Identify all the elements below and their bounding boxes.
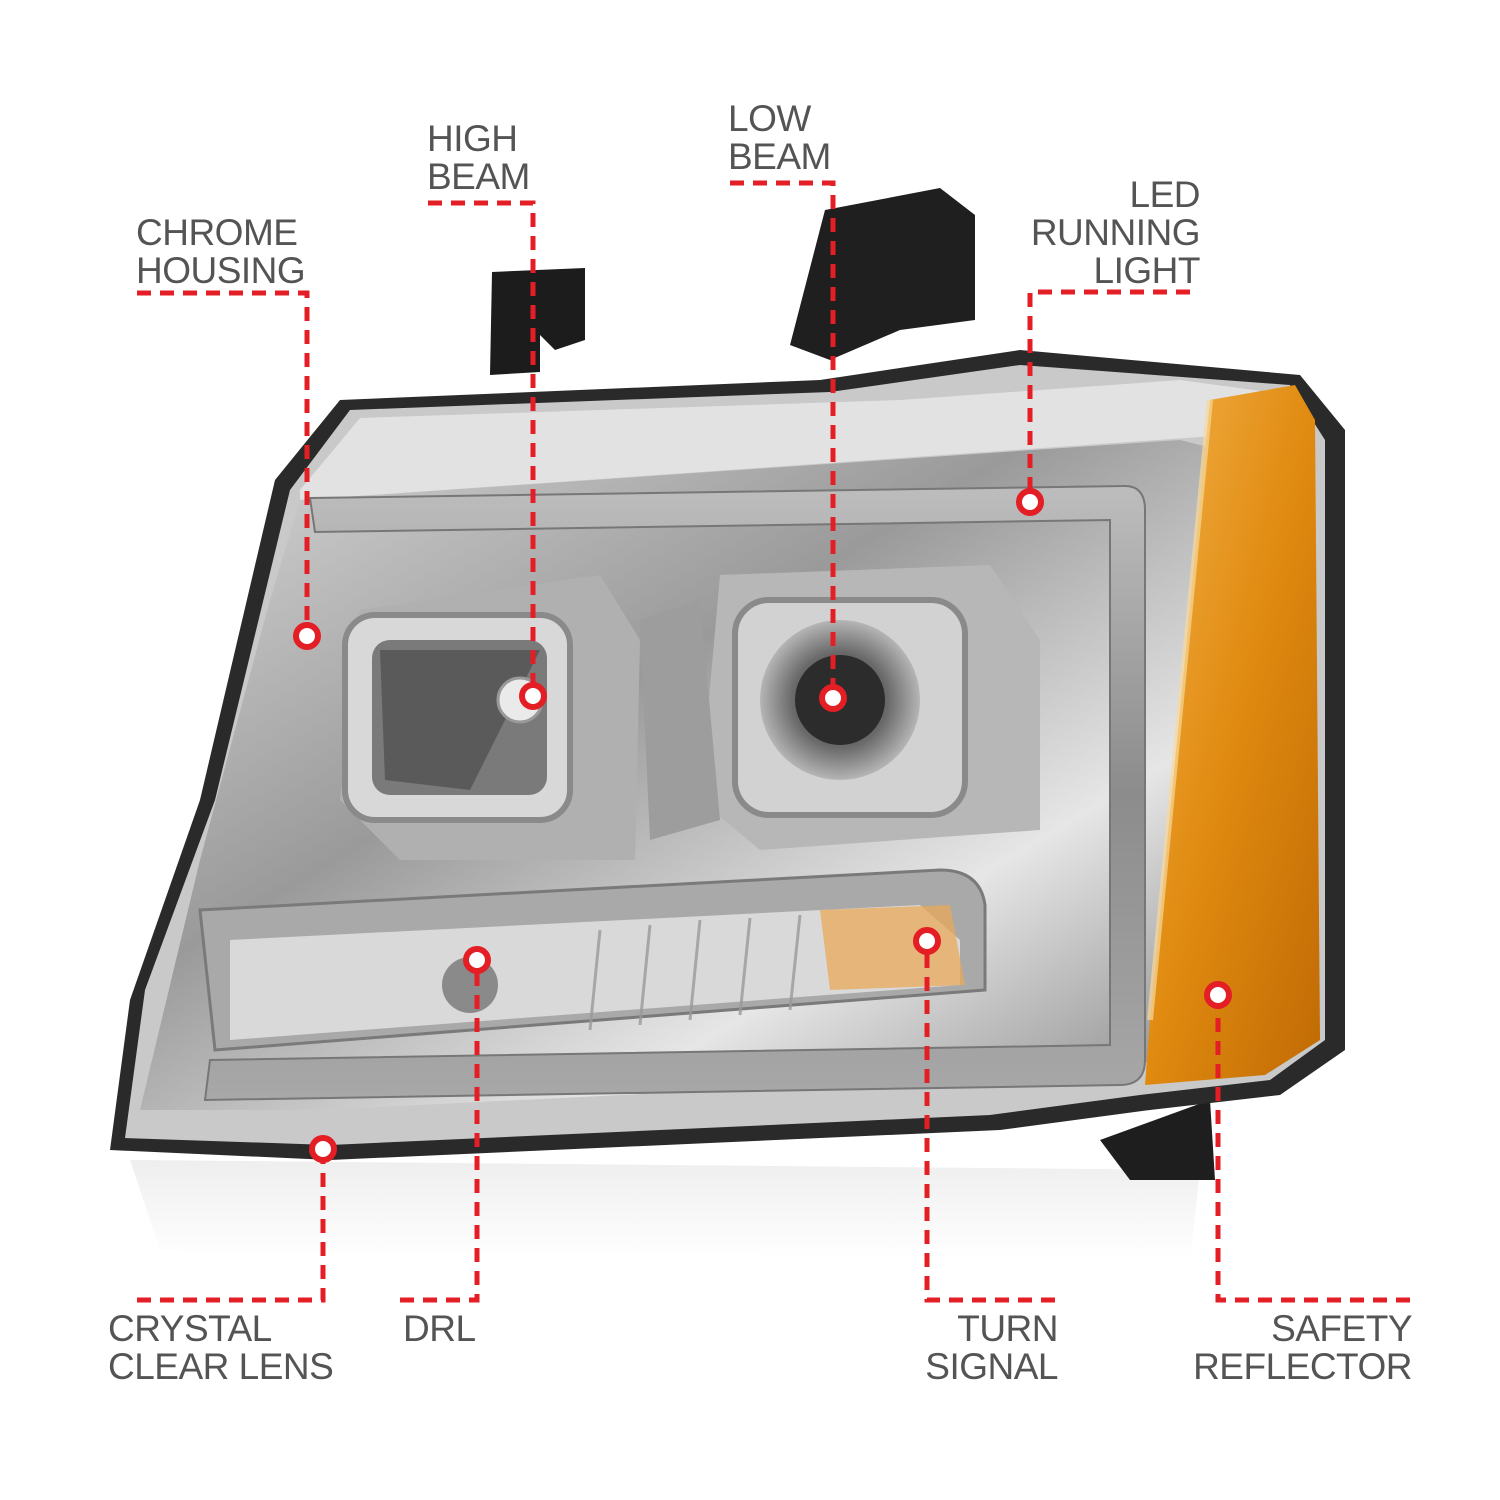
callout-dot-chrome-housing — [293, 622, 321, 650]
callout-line-crystal-clear-lens — [137, 1149, 326, 1303]
label-crystal-clear-lens: CRYSTAL CLEAR LENS — [108, 1308, 334, 1387]
callout-dot-crystal-clear-lens — [309, 1135, 337, 1163]
callout-line-high-beam — [428, 200, 536, 696]
callout-line-turn-signal — [924, 941, 1055, 1303]
callout-dot-low-beam — [819, 684, 847, 712]
label-drl: DRL — [403, 1308, 476, 1349]
callout-line-drl — [400, 960, 480, 1303]
label-low-beam: LOW BEAM — [728, 98, 831, 177]
callout-dots — [293, 488, 1232, 1163]
callout-dot-led-running-light — [1016, 488, 1044, 516]
reflector-ribs — [588, 914, 802, 1031]
callout-dot-turn-signal — [913, 927, 941, 955]
callout-line-chrome-housing — [137, 290, 310, 636]
callout-lines — [137, 180, 1410, 1303]
mount-bracket-right — [790, 188, 975, 360]
mount-bracket-left — [490, 268, 585, 375]
top-lens-strip — [300, 380, 1300, 500]
mount-bracket-bottom — [1100, 1100, 1215, 1180]
callout-dot-drl — [463, 946, 491, 974]
callout-line-safety-reflector — [1215, 995, 1410, 1303]
label-led-running-light: LED RUNNING LIGHT — [1030, 174, 1201, 291]
callout-dot-safety-reflector — [1204, 981, 1232, 1009]
label-chrome-housing: CHROME HOUSING — [136, 212, 306, 291]
label-high-beam: HIGH BEAM — [427, 118, 530, 197]
led-light-bar — [203, 484, 1146, 1102]
turn-signal-bulb-area — [820, 905, 965, 990]
floor-reflection — [130, 1160, 1200, 1260]
amber-side-marker — [1145, 385, 1320, 1085]
amber-marker-edge — [1147, 399, 1213, 1021]
callout-dot-high-beam — [519, 682, 547, 710]
callout-line-low-beam — [730, 180, 836, 698]
label-turn-signal: TURN SIGNAL — [925, 1308, 1058, 1387]
label-safety-reflector: SAFETY REFLECTOR — [1193, 1308, 1412, 1387]
callout-line-led-running-light — [1027, 289, 1190, 502]
